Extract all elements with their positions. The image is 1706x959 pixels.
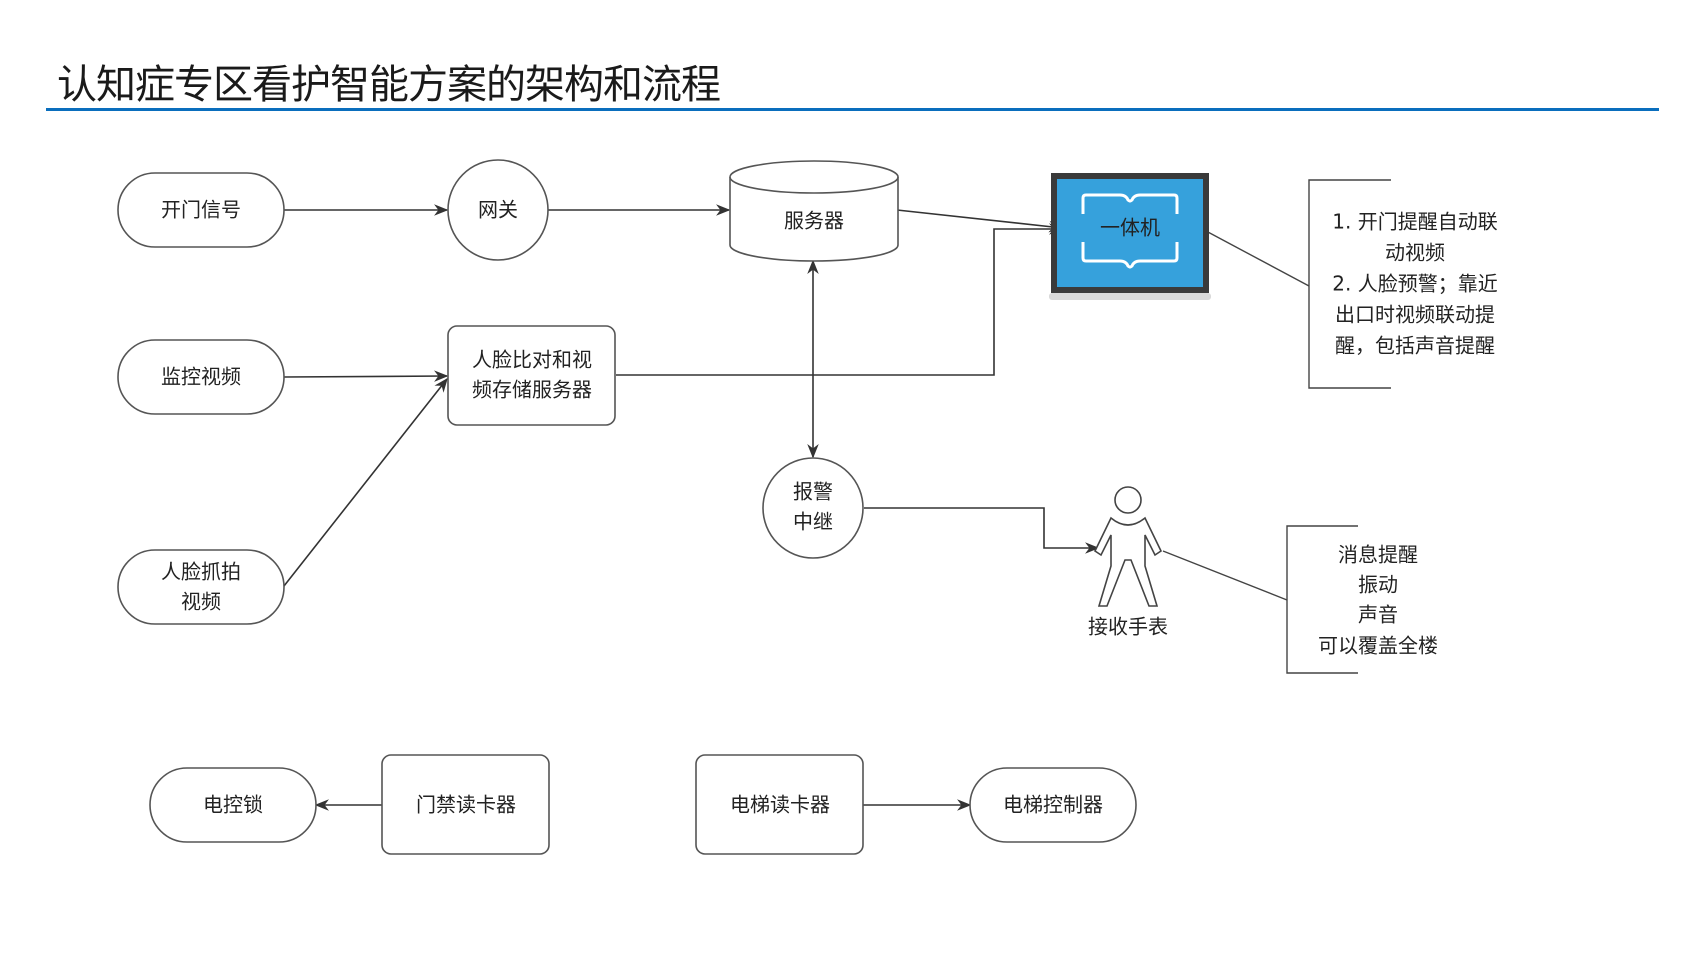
edge-cctv-to-face-server (283, 370, 449, 382)
note-line: 2. 人脸预警；靠近 (1332, 272, 1497, 296)
node-elevator-card-reader: 电梯读卡器 (695, 754, 864, 855)
connector-watch-note (1162, 550, 1288, 601)
node-label-line2: 频存储服务器 (472, 378, 592, 402)
connector-all-in-one-note (1205, 230, 1310, 287)
note-line: 动视频 (1385, 241, 1445, 265)
note-line: 声音 (1358, 603, 1398, 627)
node-label: 门禁读卡器 (416, 793, 516, 817)
note-bracket (1308, 179, 1391, 389)
note-watch: 消息提醒 振动 声音 可以覆盖全楼 (1286, 525, 1438, 674)
node-label-line2: 视频 (181, 590, 221, 614)
node-label: 开门信号 (161, 198, 241, 222)
edge-server-to-all-in-one (896, 209, 1064, 233)
node-gateway: 网关 (447, 159, 549, 261)
page-title: 认知症专区看护智能方案的架构和流程 (57, 62, 721, 108)
node-label: 监控视频 (161, 365, 241, 389)
note-line: 消息提醒 (1338, 543, 1418, 567)
node-label: 电梯读卡器 (730, 793, 830, 817)
node-label-line1: 报警 (793, 480, 833, 504)
node-door-signal: 开门信号 (117, 172, 285, 248)
node-electric-lock: 电控锁 (149, 767, 317, 843)
edge-relay-to-watch (864, 507, 1100, 554)
note-line: 可以覆盖全楼 (1318, 634, 1438, 658)
node-door-card-reader: 门禁读卡器 (381, 754, 550, 855)
node-alarm-relay: 报警 中继 (762, 457, 864, 559)
note-line: 出口时视频联动提 (1335, 303, 1495, 327)
node-label: 电控锁 (203, 793, 263, 817)
node-label-line1: 人脸抓拍 (161, 560, 241, 584)
edge-face-server-to-all-in-one (616, 223, 1064, 376)
node-label: 接收手表 (1088, 615, 1168, 639)
node-server: 服务器 (729, 160, 899, 262)
edge-face-capture-to-face-server (283, 377, 448, 587)
note-all-in-one: 1. 开门提醒自动联 动视频 2. 人脸预警；靠近 出口时视频联动提 醒，包括声… (1308, 179, 1498, 389)
note-line: 1. 开门提醒自动联 (1332, 210, 1497, 234)
node-all-in-one: 一体机 (1049, 173, 1211, 300)
node-label-line1: 人脸比对和视 (472, 348, 592, 372)
note-bracket (1286, 525, 1358, 674)
node-label: 一体机 (1100, 216, 1160, 240)
person-icon (1093, 486, 1163, 607)
title-underline (46, 108, 1659, 111)
node-label: 服务器 (784, 209, 844, 233)
note-line: 振动 (1358, 573, 1398, 597)
screen-icon (1081, 193, 1179, 269)
node-cctv-video: 监控视频 (117, 339, 285, 415)
node-watch-receiver: 接收手表 (1088, 486, 1168, 639)
note-line: 醒，包括声音提醒 (1335, 334, 1495, 358)
node-label-line2: 中继 (793, 510, 833, 534)
monitor-screen (1057, 179, 1203, 287)
node-elevator-controller: 电梯控制器 (969, 767, 1137, 843)
node-face-capture: 人脸抓拍 视频 (117, 549, 285, 625)
node-label: 网关 (478, 198, 518, 222)
monitor-base (1049, 293, 1211, 300)
node-label: 电梯控制器 (1003, 793, 1103, 817)
node-face-server: 人脸比对和视 频存储服务器 (447, 325, 616, 426)
